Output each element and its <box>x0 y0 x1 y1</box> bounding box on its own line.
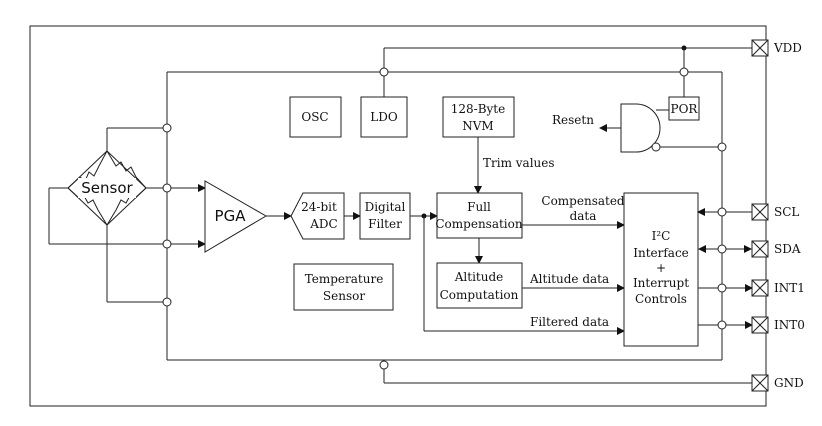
filtered-data-label: Filtered data <box>530 315 609 329</box>
and-gate <box>620 103 661 153</box>
temperature-sensor-block <box>293 263 394 311</box>
full-compensation-label-1: Full <box>467 200 491 214</box>
compensated-label-2: data <box>570 209 597 223</box>
pin-gnd-label: GND <box>774 376 804 390</box>
altitude-computation-block <box>436 262 523 309</box>
digital-filter-block <box>359 192 411 240</box>
temperature-sensor-label-2: Sensor <box>323 289 365 303</box>
pin-vdd: VDD <box>751 39 802 57</box>
pin-sda: SDA <box>751 240 801 258</box>
compensated-label-1: Compensated <box>541 194 625 208</box>
pin-vdd-label: VDD <box>773 41 802 55</box>
adc-label-1: 24-bit <box>301 200 337 214</box>
sensor-bridge: Sensor <box>48 123 206 307</box>
resetn-label: Resetn <box>552 113 594 127</box>
full-compensation-label-2: Compensation <box>435 217 522 231</box>
pin-int0: INT0 <box>751 316 805 334</box>
temperature-sensor-label-1: Temperature <box>305 272 384 286</box>
i2c-label-1: I²C <box>652 229 671 243</box>
power-rails <box>166 45 752 384</box>
por-block <box>668 96 700 121</box>
pin-scl-label: SCL <box>774 205 799 219</box>
osc-block <box>289 96 342 138</box>
digital-filter-label-2: Filter <box>368 217 402 231</box>
i2c-label-4: Interrupt <box>633 276 689 290</box>
digital-filter-label-1: Digital <box>365 200 406 214</box>
nvm-label-1: 128-Byte <box>451 102 505 116</box>
i2c-label-5: Controls <box>635 292 687 306</box>
osc-label: OSC <box>301 110 328 124</box>
trim-values-label: Trim values <box>483 156 555 170</box>
i2c-label-3: + <box>656 261 666 275</box>
pin-int1: INT1 <box>751 279 805 297</box>
full-compensation-block <box>436 192 523 239</box>
pga-block <box>204 180 267 253</box>
pin-sda-label: SDA <box>774 242 801 256</box>
pin-scl: SCL <box>751 203 799 221</box>
sensor-label: Sensor <box>81 179 133 197</box>
pga-label: PGA <box>215 207 247 225</box>
pin-int0-label: INT0 <box>774 318 805 332</box>
ldo-label: LDO <box>370 110 398 124</box>
pin-gnd: GND <box>751 374 804 392</box>
ldo-block <box>360 96 408 138</box>
altitude-computation-label-2: Computation <box>440 288 519 302</box>
adc-label-2: ADC <box>309 217 337 231</box>
nvm-label-2: NVM <box>462 119 493 133</box>
pin-int1-label: INT1 <box>774 281 805 295</box>
por-label: POR <box>671 102 699 116</box>
altitude-data-label: Altitude data <box>529 272 609 286</box>
i2c-label-2: Interface <box>633 246 689 260</box>
i2c-interface-block <box>623 192 699 347</box>
altitude-computation-label-1: Altitude <box>454 270 504 284</box>
